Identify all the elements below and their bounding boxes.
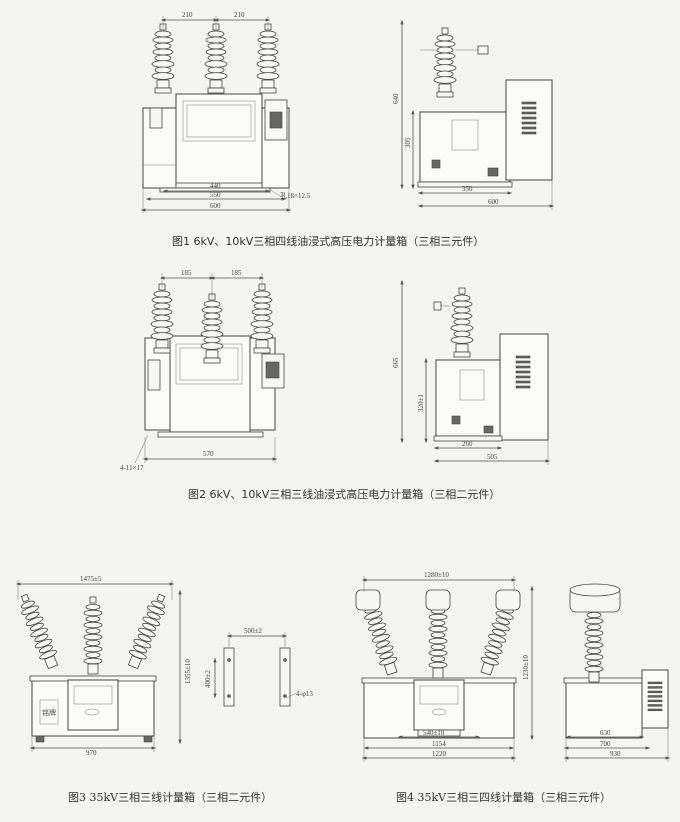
fig2-caption: 图2 6kV、10kV三相三线油浸式高压电力计量箱（三相二元件）: [188, 488, 501, 501]
fig4-dim-1220: 1220: [432, 750, 447, 758]
fig1-dim-hole: 孔18×12.5: [280, 192, 311, 200]
fig1-dim-640: 640: [392, 93, 400, 104]
fig1-dim-600: 600: [210, 202, 221, 210]
fig2-side-dimensions: 665 320±1 260 505: [392, 279, 551, 465]
fig3-caption: 图3 35kV三相三线计量箱（三相二元件）: [68, 791, 273, 804]
fig4-dim-1154: 1154: [432, 740, 446, 748]
fig3-bracket-view: 500±2 400±2 4-φ13: [204, 627, 313, 707]
fig4-dim-540: 540±10: [423, 729, 445, 737]
fig1-dim-440: 440: [210, 182, 221, 190]
fig4-side-view: [563, 583, 669, 739]
fig4-front-dimensions: 1280±10 1230±10 540±10 1154 1220: [361, 571, 534, 762]
fig3-front-dimensions: 1475±5 1355±10 970 铭牌: [15, 575, 192, 757]
fig4-dim-700: 700: [600, 740, 611, 748]
fig3-dim-1475: 1475±5: [80, 575, 102, 583]
fig4-dim-930: 930: [610, 750, 621, 758]
fig4-dim-630: 630: [600, 729, 611, 737]
fig3-dim-1355: 1355±10: [184, 659, 192, 684]
fig4-side-dimensions: 630 700 930: [563, 728, 671, 762]
fig1-dim-spacing-b: 210: [234, 11, 245, 19]
fig2-dim-665: 665: [392, 357, 400, 368]
fig2-front-dimensions: 185 185 570 4-11×17: [120, 269, 278, 472]
fig2-dim-260: 260: [462, 440, 473, 448]
fig3-dim-hole: 4-φ13: [296, 690, 313, 698]
fig4-dim-1280: 1280±10: [424, 571, 449, 579]
fig2-side-view: [433, 287, 549, 442]
fig1-caption: 图1 6kV、10kV三相四线油浸式高压电力计量箱（三相三元件）: [172, 235, 485, 248]
fig3-dim-500: 500±2: [244, 627, 262, 635]
fig1-dim-spacing-a: 210: [182, 11, 193, 19]
fig3-front-view: [15, 591, 171, 743]
fig3-dim-970: 970: [86, 749, 97, 757]
fig3-nameplate: 铭牌: [42, 708, 56, 717]
fig2-dim-320: 320±1: [417, 394, 425, 412]
fig2-front-view: [144, 283, 285, 438]
fig4-dim-1230: 1230±10: [522, 655, 530, 680]
fig3-dim-400: 400±2: [204, 670, 212, 688]
fig2-dim-spacing-a: 185: [181, 269, 192, 277]
fig4-front-view: [355, 589, 521, 739]
fig1-dim-550: 550: [210, 191, 221, 199]
fig1-front-view: [142, 23, 290, 193]
fig2-dim-570: 570: [203, 450, 214, 458]
fig2-dim-hole: 4-11×17: [120, 464, 144, 472]
fig4-caption: 图4 35kV三相三四线计量箱（三相三元件）: [396, 791, 612, 804]
fig1-dim-side-600: 600: [488, 198, 499, 206]
fig2-dim-spacing-b: 185: [231, 269, 242, 277]
fig2-dim-505: 505: [487, 453, 498, 461]
fig1-dim-350: 350: [462, 185, 473, 193]
fig1-dim-305: 305: [404, 137, 412, 148]
fig1-side-dimensions: 640 305 350 600: [392, 19, 555, 210]
fig1-side-view: [417, 27, 553, 188]
fig1-front-dimensions: 210 210 440 550 600 孔18×12.5: [140, 11, 311, 213]
